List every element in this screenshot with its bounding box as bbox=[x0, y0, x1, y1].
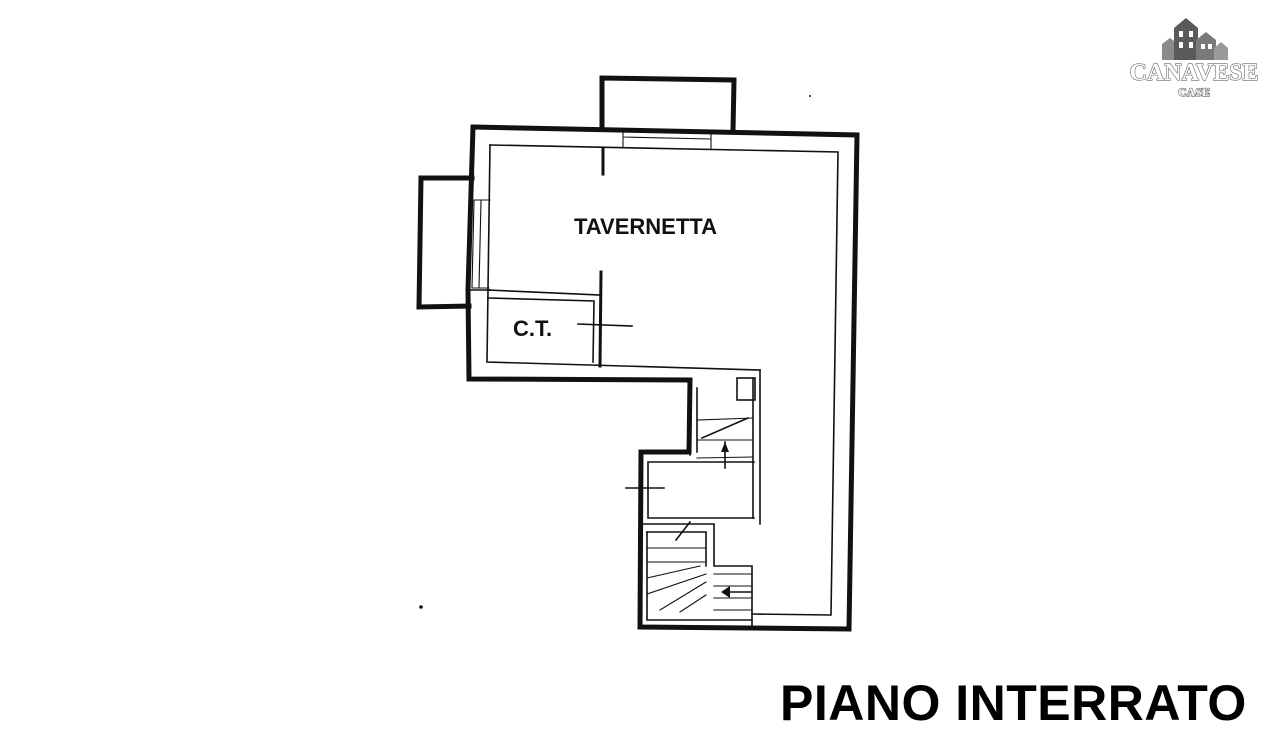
stair-arrowhead-upper bbox=[721, 442, 729, 452]
ct-room-inner bbox=[487, 297, 595, 363]
ct-door-mark bbox=[577, 323, 633, 327]
logo-sub: CASE bbox=[1178, 85, 1210, 99]
stair-arrow-lower bbox=[674, 520, 753, 593]
inner-wall-left bbox=[486, 144, 761, 371]
top-bay bbox=[599, 75, 737, 150]
left-bay-window bbox=[471, 199, 491, 289]
top-bay-window bbox=[622, 129, 712, 150]
top-bay-walls bbox=[599, 75, 737, 134]
partitions bbox=[469, 146, 633, 368]
inner-wall-outline bbox=[489, 144, 839, 616]
ct-partition-top bbox=[487, 289, 601, 296]
stair-core bbox=[625, 369, 761, 628]
plan-dot bbox=[809, 95, 811, 97]
room-label-tavernetta: TAVERNETTA bbox=[574, 214, 717, 239]
stair-treads-lower bbox=[646, 547, 753, 613]
stair-bottom-inner bbox=[646, 531, 753, 621]
ct-partition-vertical bbox=[598, 270, 603, 368]
plan-dot bbox=[419, 605, 423, 609]
outer-wall-outline bbox=[465, 124, 860, 632]
canavese-case-logo: CANAVESE CASE bbox=[1129, 18, 1259, 100]
stair-column bbox=[736, 377, 756, 401]
room-label-ct: C.T. bbox=[513, 316, 552, 341]
logo-houses-icon bbox=[1162, 18, 1228, 60]
floor-title: PIANO INTERRATO bbox=[780, 675, 1247, 731]
landing-box bbox=[640, 451, 755, 519]
logo-name: CANAVESE bbox=[1130, 60, 1259, 86]
outer-walls bbox=[465, 124, 860, 632]
left-bay-walls bbox=[416, 175, 475, 310]
left-bay bbox=[416, 175, 491, 310]
stair-arrowhead-lower bbox=[721, 586, 730, 598]
